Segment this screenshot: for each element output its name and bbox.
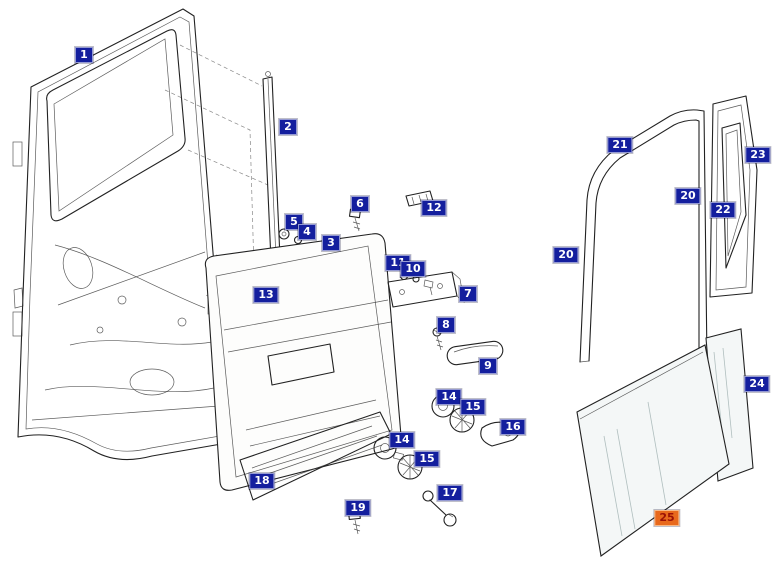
part-label-14[interactable]: 14: [436, 389, 462, 405]
part-label-14[interactable]: 14: [389, 432, 415, 448]
part-label-20[interactable]: 20: [675, 188, 701, 204]
part-label-18[interactable]: 18: [249, 473, 275, 489]
part-label-19[interactable]: 19: [345, 500, 371, 516]
part-label-2[interactable]: 2: [279, 119, 297, 135]
part-label-12[interactable]: 12: [421, 200, 447, 216]
part-label-7[interactable]: 7: [459, 286, 477, 302]
part-label-22[interactable]: 22: [710, 202, 736, 218]
part-label-4[interactable]: 4: [298, 224, 316, 240]
part-label-21[interactable]: 21: [607, 137, 633, 153]
part-label-15[interactable]: 15: [460, 399, 486, 415]
part-label-16[interactable]: 16: [500, 419, 526, 435]
part-label-3[interactable]: 3: [322, 235, 340, 251]
part-label-9[interactable]: 9: [479, 358, 497, 374]
part-label-6[interactable]: 6: [351, 196, 369, 212]
door-glass-main-drawing: [576, 344, 730, 557]
part-label-10[interactable]: 10: [400, 261, 426, 277]
part-label-1[interactable]: 1: [75, 47, 93, 63]
part-label-24[interactable]: 24: [744, 376, 770, 392]
part-label-20[interactable]: 20: [553, 247, 579, 263]
part-label-17[interactable]: 17: [437, 485, 463, 501]
part-label-25[interactable]: 25: [654, 510, 680, 526]
part-label-13[interactable]: 13: [253, 287, 279, 303]
part-label-8[interactable]: 8: [437, 317, 455, 333]
part-label-23[interactable]: 23: [745, 147, 771, 163]
part-label-15[interactable]: 15: [414, 451, 440, 467]
